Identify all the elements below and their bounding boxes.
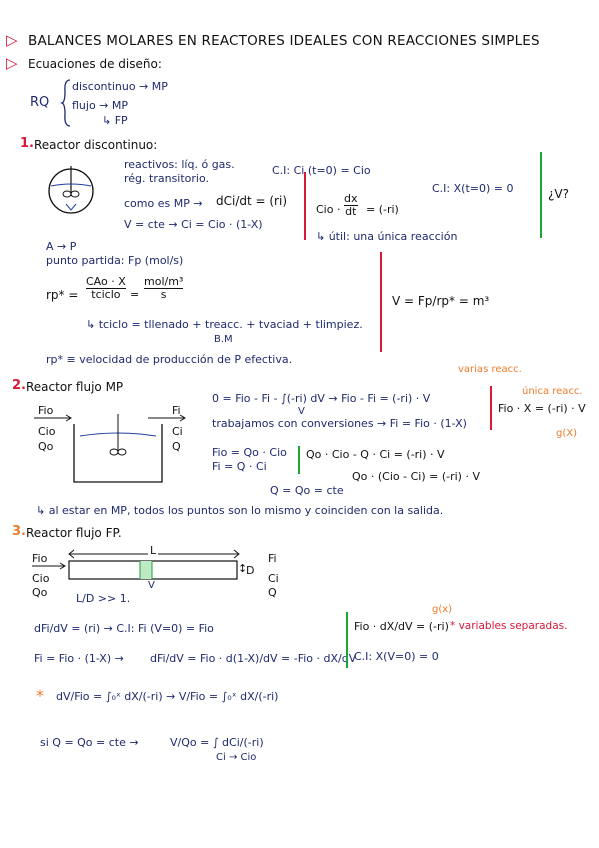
v-rp-equation: V = Fp/rp* = m³ xyxy=(392,294,490,308)
section-2-number: 2. xyxy=(12,378,26,393)
fp-out-fi: Fi xyxy=(268,552,277,565)
fp-inlet-arrow-icon xyxy=(32,562,66,570)
section-1-green-brace xyxy=(540,152,542,238)
varias-reacc-note: varias reacc. xyxy=(458,364,522,375)
fp-out-ci: Ci xyxy=(268,572,279,585)
mp-conversion-eq: Fio · X = (-ri) · V xyxy=(498,402,586,415)
mp-tank-icon xyxy=(73,414,163,483)
trabajamos-note: trabajamos con conversiones → Fi = Fio ·… xyxy=(212,417,467,430)
fp-fi-eq: Fi = Fio · (1-X) → xyxy=(34,652,124,665)
rq-label: RQ xyxy=(30,95,50,110)
section-1-number: 1. xyxy=(20,136,34,151)
fp-ratio: L/D >> 1. xyxy=(76,592,131,605)
mp-fio-eq: Fio = Qo · Cio xyxy=(212,446,287,459)
bm-label: B.M xyxy=(214,334,233,345)
ci-initial-condition: C.I: Ci (t=0) = Cio xyxy=(272,164,371,177)
section-2-title: Reactor flujo MP xyxy=(26,380,124,394)
punto-partida: punto partida: Fp (mol/s) xyxy=(46,254,184,267)
section-3-green-brace xyxy=(346,612,348,668)
eq2-right: = (-ri) xyxy=(366,203,399,216)
fp-separated-eq: Fio · dX/dV = (-ri) xyxy=(354,620,449,633)
util-note: ↳ útil: una única reacción xyxy=(316,230,458,243)
mp-out-fi: Fi xyxy=(172,404,181,417)
section-1-red-brace xyxy=(304,172,306,240)
v-cte-equation: V = cte → Ci = Cio · (1-X) xyxy=(124,218,263,231)
fp-integral-eq: dV/Fio = ∫₀ˣ dX/(-ri) → V/Fio = ∫₀ˣ dX/(… xyxy=(56,690,279,703)
mp-fi-eq: Fi = Q · Ci xyxy=(212,460,267,473)
fp-in-fio: Fio xyxy=(32,552,48,565)
fp-dfdv-eq: dFi/dV = (ri) → C.I: Fi (V=0) = Fio xyxy=(34,622,214,635)
reactivos-note: reactivos: líq. ó gas. xyxy=(124,158,235,171)
rq-brace-icon xyxy=(59,79,71,127)
fp-star-icon: * xyxy=(36,686,44,705)
fp-integral-eq2: V/Qo = ∫ dCi/(-ri) xyxy=(170,736,264,749)
mp-in-qo: Qo xyxy=(38,440,54,453)
ap-reaction: A → P xyxy=(46,240,77,253)
fp-diameter-arrow-icon: ↕ xyxy=(238,562,248,575)
fp-in-qo: Qo xyxy=(32,586,48,599)
mp-in-cio: Cio xyxy=(38,425,56,438)
v-question: ¿V? xyxy=(548,187,569,201)
rp-units-den: s xyxy=(144,288,184,301)
fp-tube-icon xyxy=(68,560,238,580)
fp-length-label: L xyxy=(148,544,159,557)
page-title: BALANCES MOLARES EN REACTORES IDEALES CO… xyxy=(28,33,540,49)
fp-in-cio: Cio xyxy=(32,572,50,585)
subtitle: Ecuaciones de diseño: xyxy=(28,57,162,71)
section-3-number: 3. xyxy=(12,524,26,539)
section-1-title: Reactor discontinuo: xyxy=(34,138,158,152)
mp-gx-note: g(X) xyxy=(556,428,578,439)
mp-in-fio: Fio xyxy=(38,404,54,417)
fp-gx-note: g(x) xyxy=(432,604,453,615)
section-2-red-brace xyxy=(490,386,492,430)
unica-reacc-note: única reacc. xyxy=(522,386,583,397)
mp-balance-eq-sub: V xyxy=(298,406,305,417)
tciclo-definition: ↳ tciclo = tllenado + treacc. + tvaciad … xyxy=(86,318,363,331)
mp-inlet-arrow-icon xyxy=(34,414,72,422)
mp-outlet-arrow-icon xyxy=(148,414,186,422)
fp-x-initial-condition: C.I: X(V=0) = 0 xyxy=(354,650,439,663)
eq2-left: Cio · xyxy=(316,203,341,216)
fp-diameter-label: D xyxy=(246,564,255,577)
section-1-rp-red-brace xyxy=(380,252,382,352)
mp-q-cte: Q = Qo = cte xyxy=(270,484,344,497)
subtitle-arrow-icon: ▷ xyxy=(6,54,18,72)
rp-num: CAo · X xyxy=(86,275,126,288)
fp-q-cte: si Q = Qo = cte → xyxy=(40,736,139,749)
rq-fp: ↳ FP xyxy=(102,114,128,127)
fp-fi-eq2: dFi/dV = Fio · d(1-X)/dV = -Fio · dX/dV xyxy=(150,652,357,665)
mp-note: como es MP → xyxy=(124,197,203,210)
mp-q-eq2: Qo · (Cio - Ci) = (-ri) · V xyxy=(352,470,480,483)
title-arrow-icon: ▷ xyxy=(6,31,18,49)
rp-equals: = xyxy=(130,288,140,301)
x-initial-condition: C.I: X(t=0) = 0 xyxy=(432,182,514,195)
eq2-fraction: dx dt xyxy=(344,192,358,219)
dcdt-equation: dCi/dt = (ri) xyxy=(216,194,288,208)
mp-out-q: Q xyxy=(172,440,181,453)
rp-fraction: CAo · X tciclo xyxy=(86,275,126,301)
rp-units-fraction: mol/m³ s xyxy=(144,275,184,301)
section-2-green-brace xyxy=(298,446,300,474)
fp-out-q: Q xyxy=(268,586,277,599)
rp-definition: rp* ≡ velocidad de producción de P efect… xyxy=(46,353,293,366)
mp-balance-eq: 0 = Fio - Fi - ∫(-ri) dV → Fio - Fi = (-… xyxy=(212,392,431,405)
fp-integral-limits: Ci → Cio xyxy=(216,752,257,763)
rq-discontinuo: discontinuo → MP xyxy=(72,80,168,93)
rp-label: rp* = xyxy=(46,288,79,302)
batch-reactor-icon xyxy=(48,166,94,214)
regimen-note: rég. transitorio. xyxy=(124,172,210,185)
fp-volume-label: V xyxy=(148,580,155,591)
mp-note: ↳ al estar en MP, todos los puntos son l… xyxy=(36,504,444,517)
eq2-num: dx xyxy=(344,192,358,205)
rp-den: tciclo xyxy=(86,288,126,301)
rq-flujo: flujo → MP xyxy=(72,99,129,112)
fp-separated-note: * variables separadas. xyxy=(450,620,568,632)
rp-units-num: mol/m³ xyxy=(144,275,184,288)
mp-out-ci: Ci xyxy=(172,425,183,438)
mp-q-eq1: Qo · Cio - Q · Ci = (-ri) · V xyxy=(306,448,445,461)
eq2-den: dt xyxy=(344,205,358,219)
section-3-title: Reactor flujo FP. xyxy=(26,526,122,540)
